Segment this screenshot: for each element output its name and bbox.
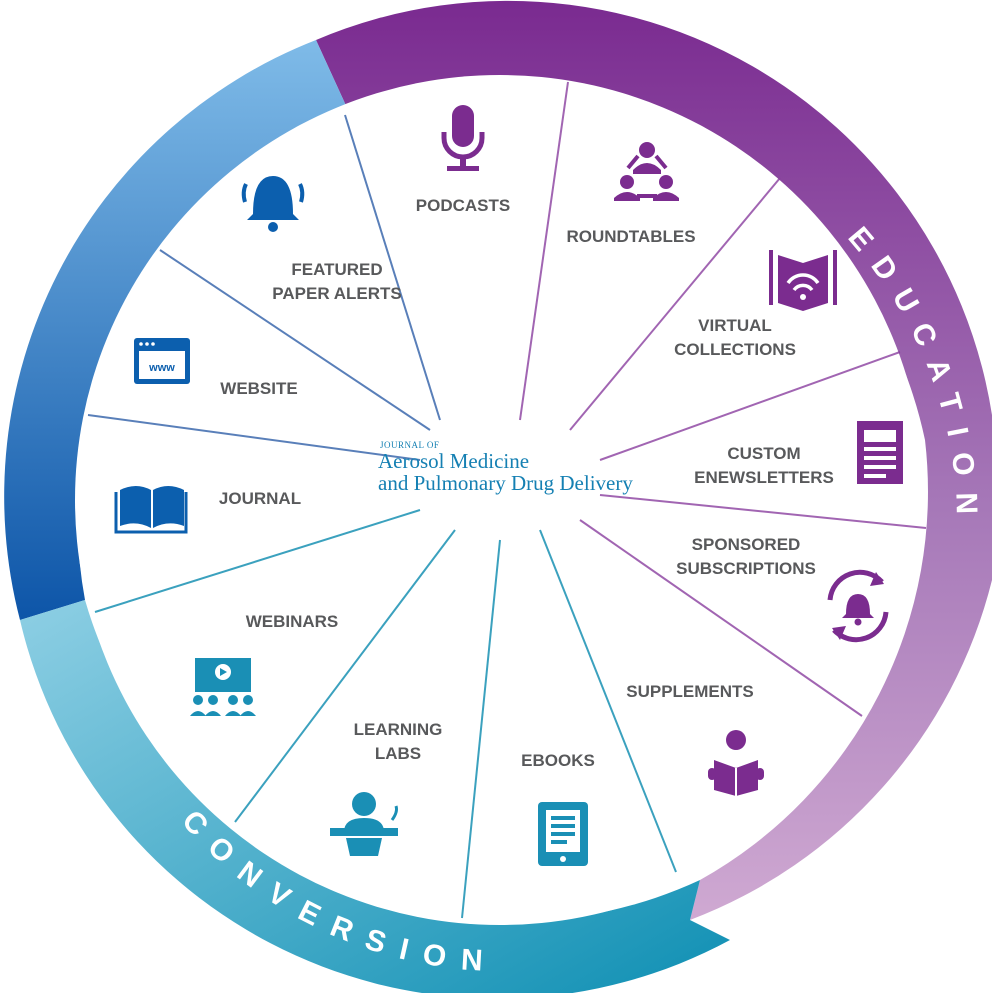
spoke — [159, 249, 431, 431]
bell-icon — [241, 176, 305, 232]
spoke — [599, 351, 901, 461]
spoke — [579, 519, 863, 717]
lectern-icon — [330, 792, 398, 856]
bell-refresh-icon — [827, 569, 889, 643]
spoke — [519, 81, 569, 421]
spoke — [599, 494, 927, 529]
segment-roundtables-label: ROUNDTABLES — [566, 227, 696, 246]
conversion-band — [20, 600, 730, 993]
awareness-band — [4, 40, 349, 620]
inner-disc — [75, 75, 925, 925]
segment-learning-labs-label: LEARNING LABS — [353, 720, 443, 763]
reader-icon — [708, 730, 764, 796]
spoke — [94, 509, 421, 613]
segment-sponsored-subscriptions-label: SPONSORED SUBSCRIPTIONS — [676, 535, 816, 578]
group-network-icon — [614, 142, 679, 201]
webinar-audience-icon — [190, 658, 256, 716]
logo-line-1: JOURNAL OF — [380, 440, 440, 450]
svg-text:www: www — [148, 362, 175, 374]
segment-supplements-label: SUPPLEMENTS — [626, 682, 754, 701]
logo-line-3: and Pulmonary Drug Delivery — [378, 471, 633, 495]
open-book-icon — [114, 486, 188, 534]
spoke — [461, 539, 501, 919]
segment-journal-label: JOURNAL — [218, 489, 302, 508]
tablet-icon — [538, 802, 588, 866]
microphone-icon — [441, 105, 485, 171]
spoke — [344, 114, 441, 421]
spoke — [234, 529, 456, 823]
segment-virtual-collections-label: VIRTUAL COLLECTIONS — [674, 316, 796, 359]
segment-podcasts-label: PODCASTS — [415, 196, 511, 215]
spokes — [87, 81, 927, 919]
spoke — [539, 529, 677, 873]
segment-custom-enewsletters-label: CUSTOM ENEWSLETTERS — [694, 444, 834, 487]
logo-line-2: Aerosol Medicine — [378, 449, 530, 473]
segment-featured-paper-alerts-label: FEATURED PAPER ALERTS — [272, 260, 402, 303]
segment-ebooks-label: EBOOKS — [521, 751, 595, 770]
spoke — [569, 177, 781, 431]
spoke — [87, 414, 421, 461]
newsletter-icon — [857, 421, 903, 484]
segment-webinars-label: WEBINARS — [245, 612, 339, 631]
browser-icon: www — [134, 338, 190, 384]
journal-logo: JOURNAL OF Aerosol Medicine and Pulmonar… — [378, 441, 678, 494]
wifi-book-icon — [769, 250, 837, 311]
segment-website-label: WEBSITE — [220, 379, 298, 398]
